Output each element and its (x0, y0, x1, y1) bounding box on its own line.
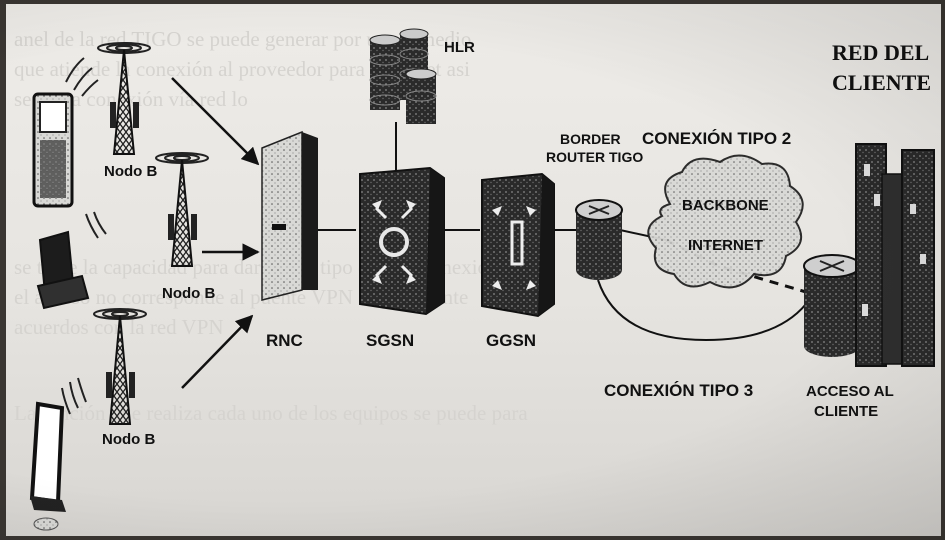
client-access-router-icon (803, 254, 861, 357)
label-border-router-2: ROUTER TIGO (546, 149, 643, 165)
cell-tower-1 (97, 42, 151, 155)
client-building-icon (855, 143, 935, 367)
arrow-nodo-to-rnc-3 (181, 314, 254, 389)
label-ggsn: GGSN (486, 331, 536, 350)
cell-tower-2 (155, 152, 209, 267)
title-line-1: RED DEL (832, 40, 929, 65)
label-border-router-1: BORDER (560, 131, 621, 147)
label-hlr: HLR (444, 39, 475, 56)
rnc-cabinet (261, 130, 318, 301)
label-backbone: BACKBONE (682, 197, 769, 214)
label-nodo-b-1: Nodo B (104, 163, 157, 180)
sgsn-switch (359, 166, 445, 316)
label-nodo-b-3: Nodo B (102, 431, 155, 448)
radio-waves (61, 57, 107, 415)
label-conexion-tipo-3: CONEXIÓN TIPO 3 (604, 381, 753, 400)
hlr-database-icon (369, 28, 437, 124)
backbone-cloud (647, 154, 804, 289)
label-sgsn: SGSN (366, 331, 414, 350)
label-rnc: RNC (266, 331, 303, 350)
title-line-2: CLIENTE (832, 70, 931, 95)
ggsn-switch (481, 172, 555, 318)
scanned-page: anel de la red TIGO se puede generar por… (6, 4, 941, 536)
label-acceso-2: CLIENTE (814, 403, 878, 420)
label-acceso-1: ACCESO AL (806, 383, 894, 400)
laptop-card-icon (36, 230, 90, 310)
arrow-nodo-to-rnc-1 (171, 77, 260, 166)
label-conexion-tipo-2: CONEXIÓN TIPO 2 (642, 129, 791, 148)
network-diagram: RED DEL CLIENTE Nodo B Nodo B Nodo B RNC… (29, 28, 935, 531)
pda-device-icon (29, 401, 66, 531)
border-router-icon (575, 199, 623, 280)
label-nodo-b-2: Nodo B (162, 285, 215, 302)
cell-tower-3 (93, 308, 147, 425)
mobile-phone-icon (32, 92, 74, 208)
label-internet: INTERNET (688, 237, 763, 254)
